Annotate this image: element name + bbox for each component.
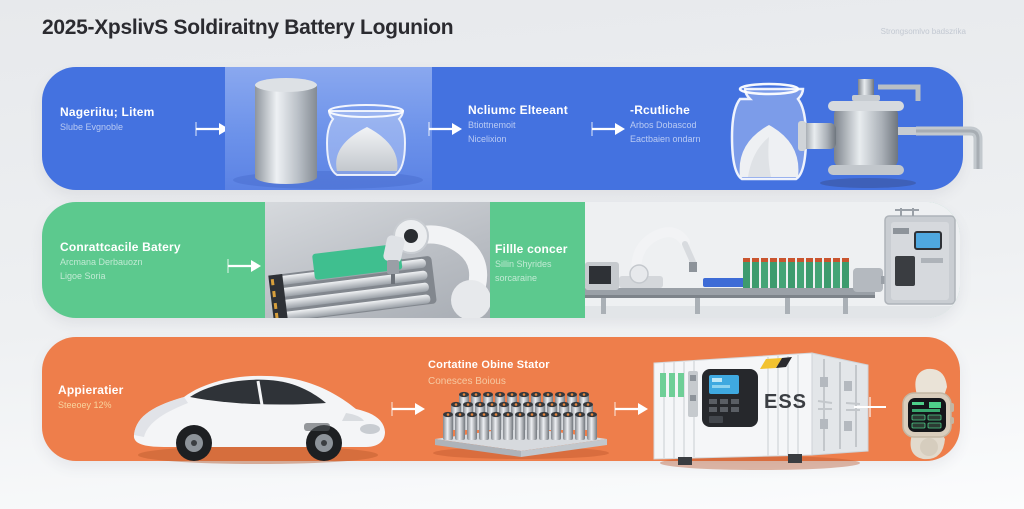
materials-step2-sub1: Btiottnemoit	[468, 120, 516, 130]
green-cells-row	[743, 258, 849, 288]
electric-car-image	[133, 375, 385, 464]
applications-step2: Cortatine Obine Stator Conesces Boious	[428, 357, 550, 389]
conveyor-line-image	[585, 202, 960, 318]
applications-step1: Appieratier Steeoey 12%	[58, 381, 124, 413]
arrow-right-icon	[614, 402, 648, 416]
robot-arm-battery-module-image	[268, 218, 490, 318]
page-title: 2025-XpslivS Soldiraitny Battery Logunio…	[42, 16, 454, 39]
ess-container-svg	[653, 352, 869, 470]
materials-step3-sub1: Arbos Dobascod	[630, 120, 697, 130]
arrow-right-icon	[428, 122, 462, 136]
production-step2-sub1: Sillin Shyrides	[495, 259, 552, 269]
battery-pack-image	[433, 391, 609, 459]
production-photo-robot-arm	[265, 202, 490, 318]
materials-step3: -Rcutliche Arbos Dobascod Eactbaien onda…	[630, 101, 701, 146]
ess-container-image: ESS	[648, 347, 874, 473]
production-step1-sub2: Ligoe Soria	[60, 270, 106, 281]
production-step2-sub2: sorcaraine	[495, 272, 538, 283]
band-production: Conrattcacile Batery Arcmana Derbauozn L…	[42, 202, 960, 318]
arrow-right-icon	[195, 122, 229, 136]
metal-cylinder-and-jar-image	[233, 78, 423, 189]
ess-label: ESS	[764, 391, 808, 413]
arrow-right-icon	[227, 259, 261, 273]
production-photo-assembly-line	[585, 202, 960, 318]
band-materials: Nageriitu; Litem Slube Evgnoble	[42, 67, 983, 190]
materials-step2-title: Ncliumc Elteeant	[468, 103, 568, 117]
applications-step1-title: Appieratier	[58, 383, 124, 397]
steel-reactor-machine-image	[798, 79, 983, 188]
header-note: Strongsomlvo badszrika	[880, 27, 966, 36]
materials-step2-sub2: Nicelixion	[468, 133, 507, 144]
production-step1-sub1: Arcmana Derbauozn	[60, 257, 143, 267]
powder-jar-image	[730, 82, 808, 181]
materials-step1-title: Nageriitu; Litem	[60, 105, 155, 119]
smartwatch-image	[902, 368, 954, 460]
production-step1: Conrattcacile Batery Arcmana Derbauozn L…	[60, 238, 181, 283]
applications-step1-sub: Steeoey 12%	[58, 400, 112, 410]
arrow-right-icon	[854, 397, 886, 417]
materials-photo-cylinder-jar	[225, 67, 432, 190]
materials-step1: Nageriitu; Litem Slube Evgnoble	[60, 103, 155, 135]
applications-step2-title: Cortatine Obine Stator	[428, 359, 550, 371]
band-applications: Appieratier Steeoey 12% Cortati	[42, 337, 960, 470]
arrow-right-icon	[391, 402, 425, 416]
production-step2-title: Fillle concer	[495, 242, 568, 256]
production-step1-title: Conrattcacile Batery	[60, 240, 181, 254]
materials-step2: Ncliumc Elteeant Btiottnemoit Nicelixion	[468, 101, 568, 146]
materials-step3-title: -Rcutliche	[630, 103, 691, 117]
production-step2: Fillle concer Sillin Shyrides sorcaraine	[495, 240, 568, 285]
applications-step2-sub: Conesces Boious	[428, 375, 506, 387]
arrow-right-icon	[591, 122, 625, 136]
materials-step3-sub2: Eactbaien ondarn	[630, 133, 701, 144]
materials-step1-sub: Slube Evgnoble	[60, 122, 124, 132]
